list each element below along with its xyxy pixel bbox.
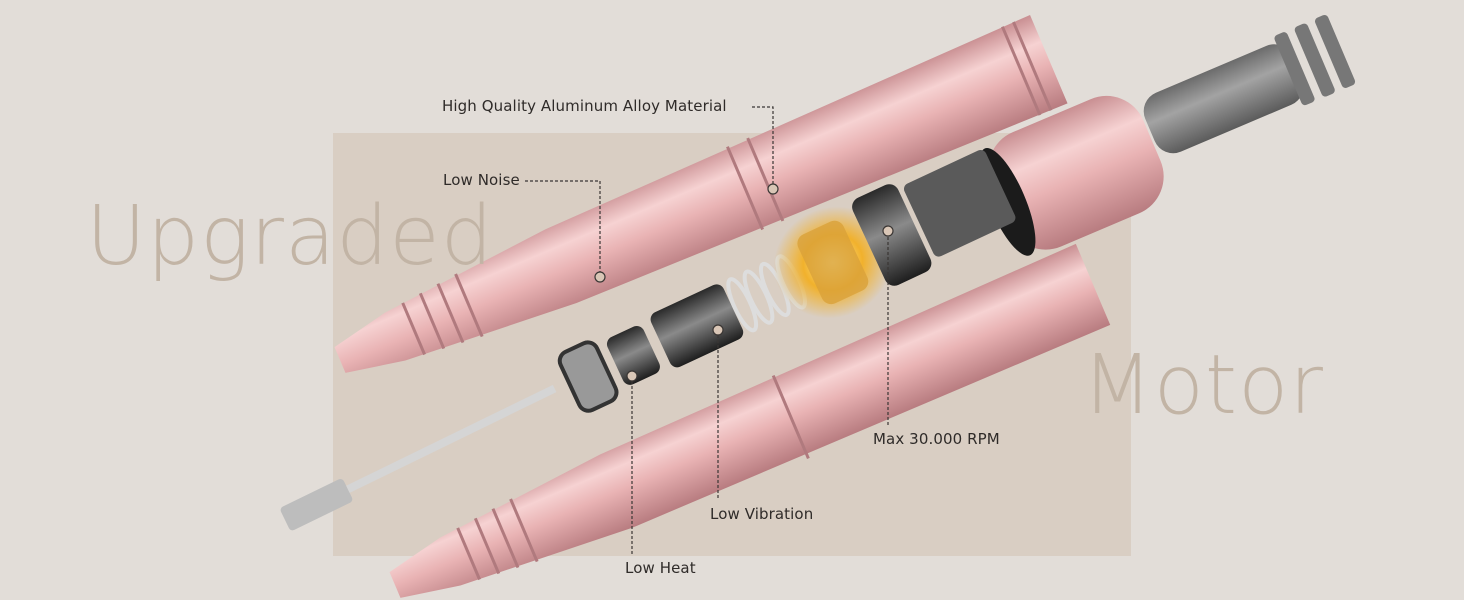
callout-rpm: Max 30.000 RPM xyxy=(873,430,1000,448)
power-cable xyxy=(1143,14,1356,154)
callout-heat: Low Heat xyxy=(625,559,696,577)
callout-dots xyxy=(594,183,894,382)
drill-bit xyxy=(280,384,557,531)
callout-material: High Quality Aluminum Alloy Material xyxy=(442,97,727,115)
callout-lines xyxy=(525,106,889,555)
lower-pen-shell xyxy=(389,243,1111,598)
upper-pen-shell xyxy=(334,14,1068,373)
callout-noise: Low Noise xyxy=(443,171,520,189)
headline-upgraded: Upgraded xyxy=(86,189,494,284)
callout-vibration: Low Vibration xyxy=(710,505,814,523)
headline-motor: Motor xyxy=(1082,338,1324,433)
